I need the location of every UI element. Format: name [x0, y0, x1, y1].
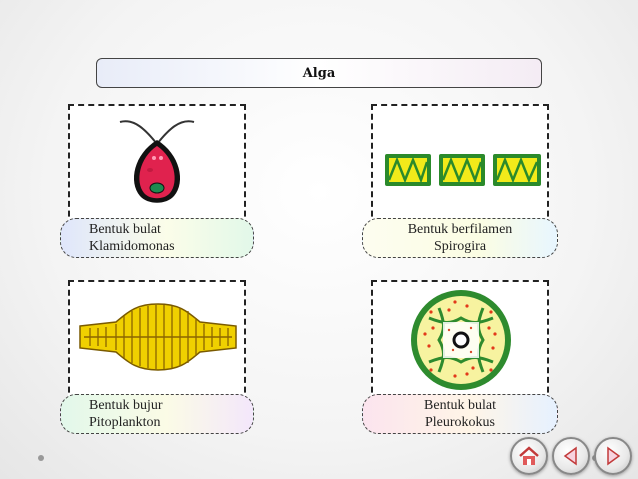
label-organism: Klamidomonas: [89, 239, 175, 254]
label-organism: Pleurokokus: [425, 415, 495, 430]
chlamydomonas-icon: [119, 120, 195, 203]
label-shape: Bentuk bujur: [89, 398, 163, 413]
label-shape: Bentuk berfilamen: [407, 222, 513, 237]
label-pitoplankton: Bentuk bujur Pitoplankton: [60, 394, 254, 434]
label-shape: Bentuk bulat: [89, 222, 161, 237]
home-button[interactable]: [510, 437, 548, 475]
spirogyra-icon: [385, 154, 541, 186]
home-icon: [519, 446, 539, 465]
decorative-dot: [38, 455, 44, 461]
previous-button[interactable]: [552, 437, 590, 475]
card-pleurokokus: [371, 280, 549, 412]
phytoplankton-icon: [79, 303, 237, 371]
card-klamidomonas: [68, 104, 246, 236]
card-pitoplankton: [68, 280, 246, 412]
next-button[interactable]: [594, 437, 632, 475]
label-organism: Spirogira: [433, 239, 487, 254]
slide-title: Alga: [302, 65, 336, 81]
label-klamidomonas: Bentuk bulat Klamidomonas: [60, 218, 254, 258]
label-spirogira: Bentuk berfilamen Spirogira: [362, 218, 558, 258]
label-organism: Pitoplankton: [89, 415, 161, 430]
label-shape: Bentuk bulat: [424, 398, 496, 413]
pleurococcus-icon: [411, 290, 511, 390]
label-pleurokokus: Bentuk bulat Pleurokokus: [362, 394, 558, 434]
card-spirogira: [371, 104, 549, 236]
title-bar: Alga: [96, 58, 542, 88]
previous-icon: [563, 446, 577, 466]
next-icon: [607, 446, 621, 466]
